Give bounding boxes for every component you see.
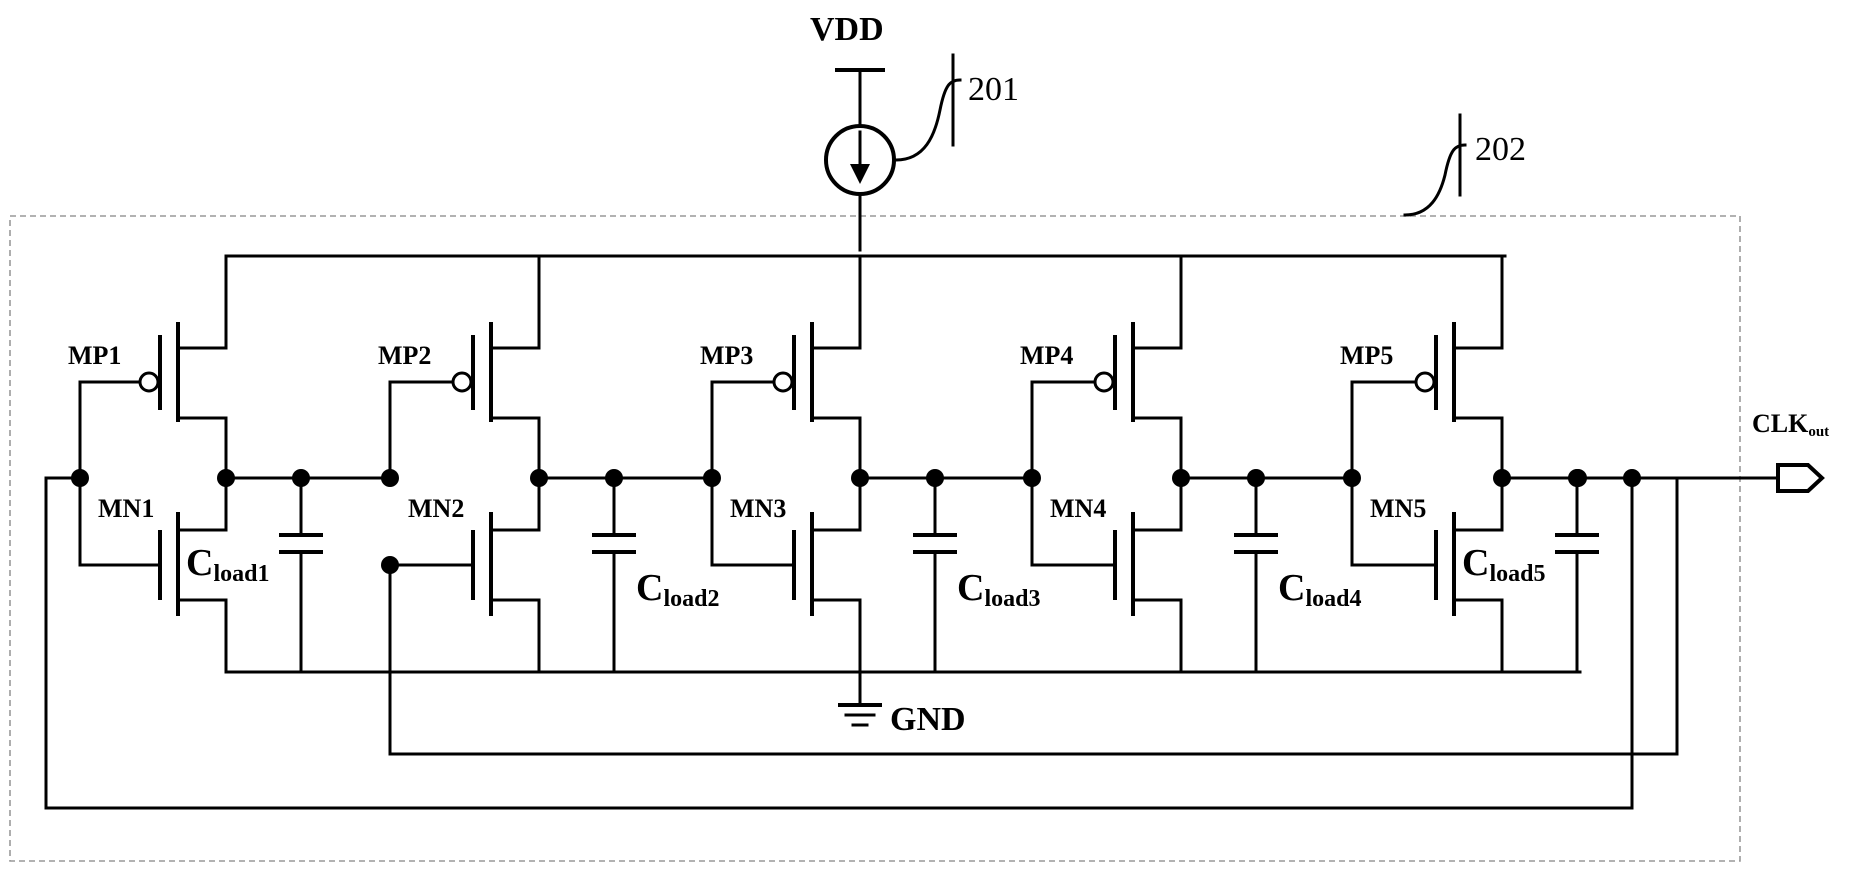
leader-line-202 — [1405, 145, 1465, 215]
pmos-label-mp2: MP2 — [378, 341, 431, 370]
output-node-cap — [1569, 469, 1587, 487]
clk-out-label: CLKout — [1752, 409, 1829, 440]
gnd-label: GND — [890, 701, 966, 738]
junction-dot — [1172, 469, 1190, 487]
junction-dot — [1247, 469, 1265, 487]
ground-symbol — [838, 672, 882, 725]
junction-dot — [605, 469, 623, 487]
output-port-symbol — [1778, 465, 1822, 491]
capacitor-cload2 — [592, 478, 636, 672]
nmos-label-mn5: MN5 — [1370, 494, 1426, 523]
capacitor-cload5 — [1555, 478, 1599, 672]
cap-label-cload3: Cload3 — [957, 567, 1040, 612]
capacitor-cload1 — [279, 478, 323, 672]
pmos-label-mp1: MP1 — [68, 341, 121, 370]
junction-dot — [292, 469, 310, 487]
nmos-label-mn4: MN4 — [1050, 494, 1106, 523]
inverter-stage-1: MP1MN1Cload1 — [68, 256, 390, 672]
inverter-stage-2: MP2MN2Cload2 — [378, 256, 719, 672]
cap-label-cload2: Cload2 — [636, 567, 719, 612]
junction-dot — [926, 469, 944, 487]
ring-oscillator-boundary — [10, 216, 1740, 861]
output-node-feedback — [1623, 469, 1641, 487]
inverter-stage-3: MP3MN3Cload3 — [700, 256, 1040, 672]
ref-label-201: 201 — [968, 71, 1019, 108]
ref-label-202: 202 — [1475, 131, 1526, 168]
vdd-label: VDD — [810, 11, 884, 48]
inverter-stage-5: MP5MN5Cload5 — [1340, 256, 1599, 672]
cap-label-cload4: Cload4 — [1278, 567, 1361, 612]
capacitor-cload4 — [1234, 478, 1278, 672]
current-source-201 — [826, 126, 894, 194]
vdd-supply-symbol — [835, 70, 885, 125]
leader-line-201 — [896, 80, 960, 160]
pmos-label-mp4: MP4 — [1020, 341, 1073, 370]
junction-dot — [381, 469, 399, 487]
cap-label-cload5: Cload5 — [1462, 542, 1545, 587]
junction-dot — [851, 469, 869, 487]
cap-label-cload1: Cload1 — [186, 542, 269, 587]
pmos-label-mp5: MP5 — [1340, 341, 1393, 370]
nmos-label-mn1: MN1 — [98, 494, 154, 523]
junction-dot — [217, 469, 235, 487]
nmos-label-mn2: MN2 — [408, 494, 464, 523]
junction-dot — [1343, 469, 1361, 487]
inverter-stage-4: MP4MN4Cload4 — [1020, 256, 1361, 672]
junction-dot — [530, 469, 548, 487]
junction-dot — [1023, 469, 1041, 487]
capacitor-cload3 — [913, 478, 957, 672]
pmos-label-mp3: MP3 — [700, 341, 753, 370]
junction-dot — [703, 469, 721, 487]
nmos-label-mn3: MN3 — [730, 494, 786, 523]
